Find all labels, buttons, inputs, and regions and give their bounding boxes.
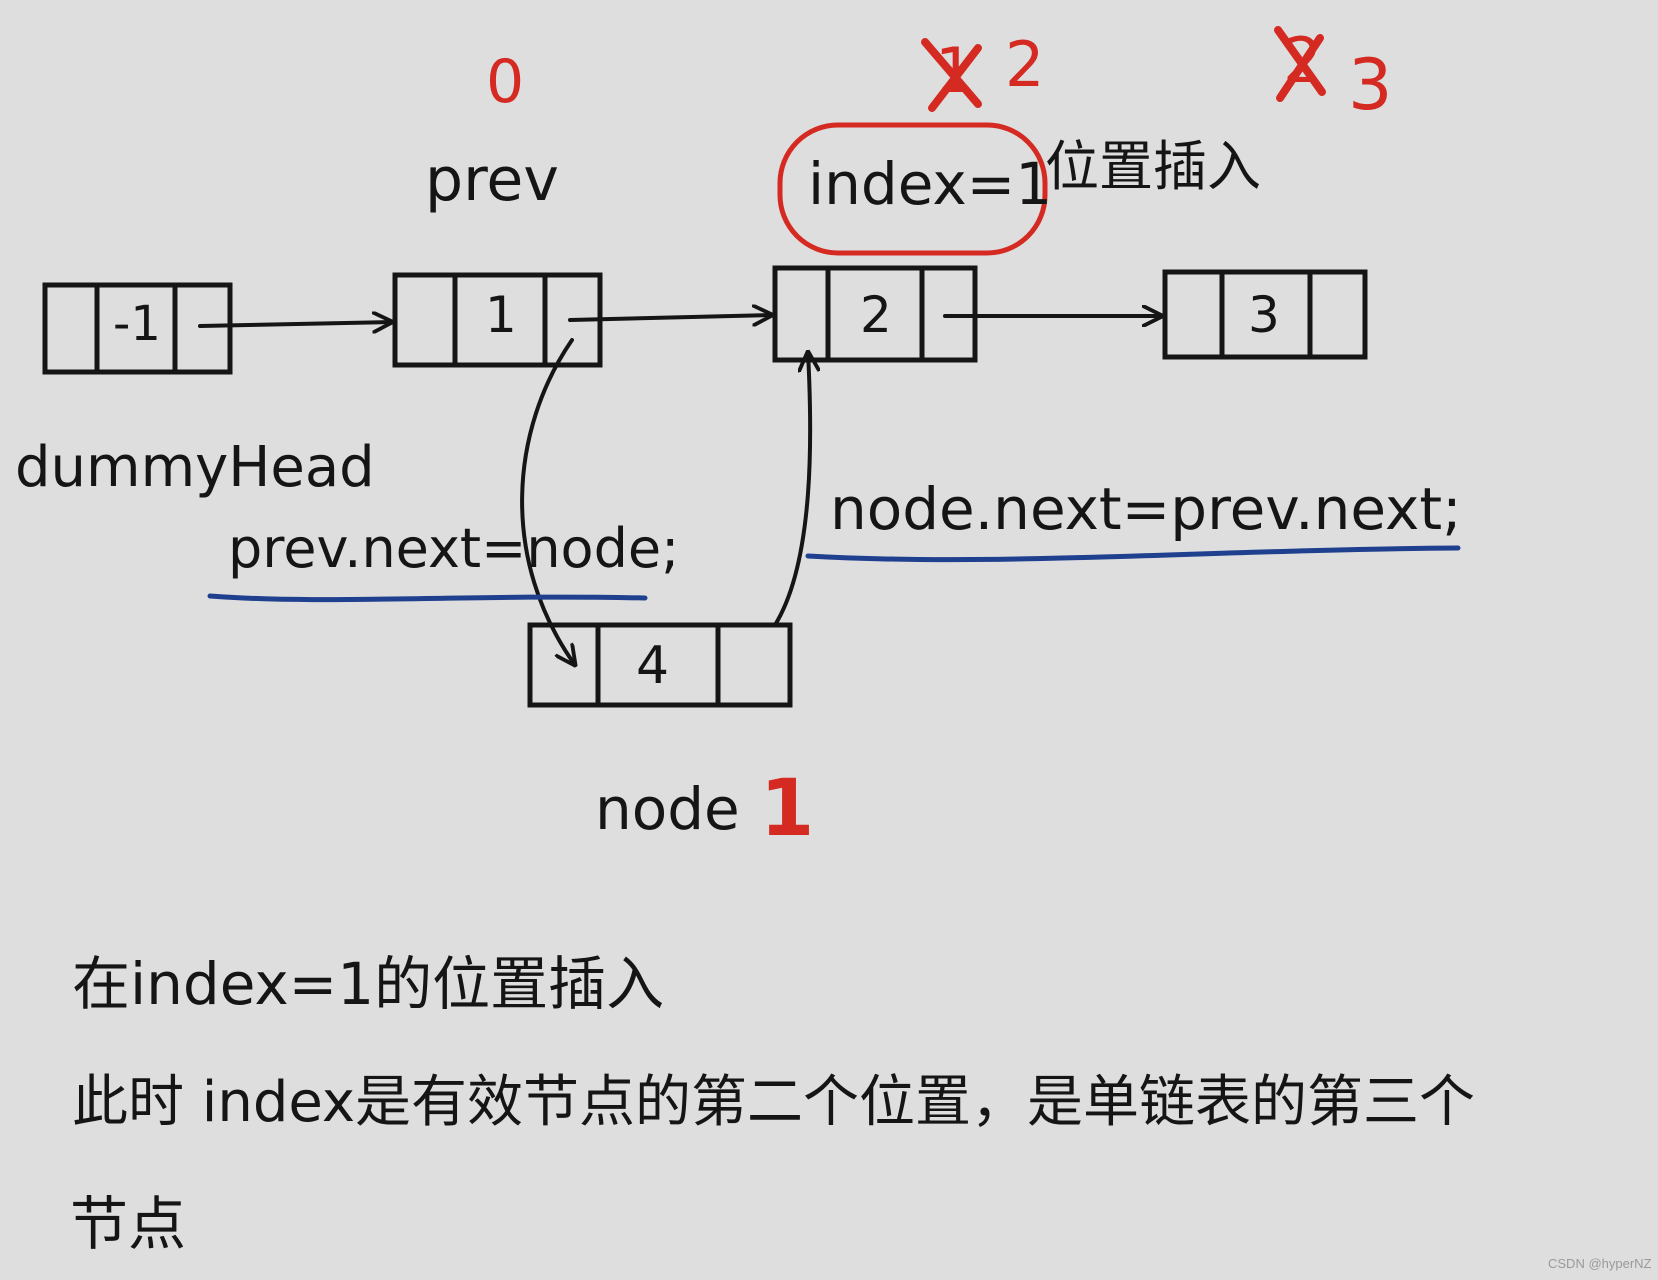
index-equals-label: index=1 <box>808 150 1053 218</box>
pointer-dummy-to-1 <box>198 322 392 326</box>
node-3-value: 3 <box>1248 286 1280 344</box>
dummy-head-value: -1 <box>113 296 161 352</box>
dummy-head-node <box>42 282 233 375</box>
node-1-value: 1 <box>485 286 517 344</box>
node-index-marker: 1 <box>760 764 815 854</box>
n3-old-index: 2 <box>1283 24 1323 97</box>
pointer-prev-to-node <box>520 338 575 665</box>
code-node-next: node.next=prev.next; <box>830 475 1462 543</box>
n2-old-index: 1 <box>935 34 975 107</box>
node-label: node <box>595 775 740 843</box>
watermark: CSDN @hyperNZ <box>1548 1256 1652 1271</box>
prev-index-marker: 0 <box>486 47 525 117</box>
index-highlight-oval <box>777 122 1048 256</box>
new-node <box>527 622 793 708</box>
new-node-value: 4 <box>636 636 670 696</box>
underline-node-next <box>805 545 1461 563</box>
strike-n2-index <box>921 38 982 112</box>
note-line-2: 此时 index是有效节点的第二个位置，是单链表的第三个 <box>72 1070 1476 1135</box>
pointer-1-to-2 <box>568 315 772 320</box>
underline-prev-next <box>207 593 648 603</box>
n3-new-index: 3 <box>1348 44 1393 126</box>
insert-position-text: 位置插入 <box>1045 135 1261 198</box>
prev-label: prev <box>425 145 559 215</box>
note-line-3: 节点 <box>70 1190 187 1258</box>
strike-n3-index <box>1274 26 1326 102</box>
pointer-node-to-2 <box>773 352 810 627</box>
n2-new-index: 2 <box>1005 28 1045 101</box>
note-line-1: 在index=1的位置插入 <box>72 950 665 1018</box>
dummy-head-label: dummyHead <box>15 435 375 500</box>
node-3 <box>1162 269 1368 360</box>
node-2-value: 2 <box>860 286 892 344</box>
code-prev-next: prev.next=node; <box>228 517 680 580</box>
